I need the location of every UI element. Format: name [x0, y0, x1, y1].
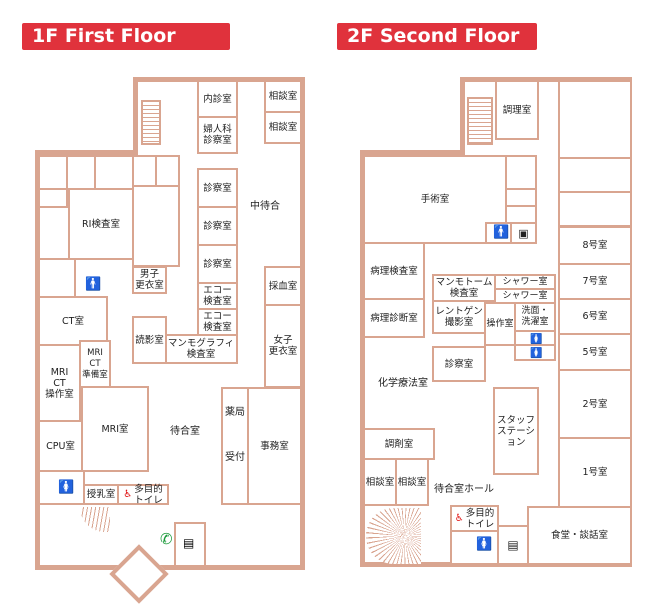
room: 7号室	[558, 263, 632, 300]
mens-restroom-icon: 🚹	[85, 277, 102, 292]
room: 診察室	[432, 346, 486, 382]
room: 8号室	[558, 226, 632, 265]
stairs-icon	[467, 97, 493, 145]
room	[38, 206, 70, 260]
room	[155, 155, 180, 187]
room: 相談室	[264, 80, 302, 113]
room: 授乳室	[83, 484, 119, 505]
spiral-stairs-icon	[366, 508, 421, 564]
room	[38, 155, 68, 190]
womens-restroom-icon: 🚺	[530, 348, 543, 359]
room	[221, 387, 249, 505]
room	[94, 155, 134, 190]
room: MRI CT 準備室	[79, 340, 111, 388]
room: エコー 検査室	[197, 308, 238, 336]
room-label: 多目的 トイレ	[465, 507, 495, 530]
room	[132, 155, 157, 187]
room: 2号室	[558, 369, 632, 439]
room	[558, 80, 632, 159]
room: 内診室	[197, 80, 238, 118]
room	[132, 185, 180, 267]
room: 事務室	[247, 387, 302, 505]
room: 手術室	[363, 155, 507, 244]
room	[38, 258, 76, 298]
room: 読影室	[132, 316, 167, 364]
mens-restroom-icon: 🚹	[493, 225, 510, 240]
room: レントゲン 撮影室	[432, 300, 486, 334]
room: MRI室	[81, 386, 149, 472]
room	[66, 155, 96, 190]
room: 診察室	[197, 168, 238, 208]
room-label: 化学療法室	[378, 378, 428, 389]
laundry-icon: ▣	[510, 222, 537, 244]
room: 調理室	[495, 80, 539, 140]
room: 婦人科 診察室	[197, 116, 238, 154]
room: マンモトーム 検査室	[432, 274, 496, 302]
room: 相談室	[264, 111, 302, 144]
accessible-restroom-icon: ♿	[123, 489, 133, 500]
room-label: 待合室	[170, 426, 200, 437]
elevator-icon: ▤	[183, 536, 195, 550]
room	[505, 155, 537, 190]
room: 女子 更衣室	[264, 304, 302, 388]
room	[38, 470, 85, 505]
room: 6号室	[558, 298, 632, 335]
room-label: 中待合	[250, 201, 280, 212]
room: 相談室	[363, 458, 397, 506]
stairs-icon	[141, 100, 161, 145]
room: CT室	[38, 296, 108, 346]
room: 病理検査室	[363, 242, 425, 300]
room: 1号室	[558, 437, 632, 508]
room-label: 受付	[225, 452, 245, 463]
room-label: 待合室ホール	[434, 484, 494, 495]
room: ♿ 多目的 トイレ	[450, 505, 499, 532]
room-label: 多目的 トイレ	[134, 483, 163, 506]
room: 採血室	[264, 266, 302, 306]
room	[38, 188, 68, 208]
womens-restroom-icon: 🚺	[58, 480, 75, 495]
room	[558, 157, 632, 193]
room: 5号室	[558, 333, 632, 371]
room	[174, 522, 206, 567]
room: 操作室	[484, 302, 516, 346]
womens-restroom-icon: 🚺	[476, 537, 493, 552]
room: CPU室	[38, 420, 83, 472]
room: 診察室	[197, 244, 238, 284]
room: エコー 検査室	[197, 282, 238, 310]
floor2-title: 2F Second Floor	[337, 23, 537, 50]
room-label: 薬局	[225, 407, 245, 418]
room	[514, 344, 556, 361]
room: 相談室	[395, 458, 429, 506]
room: 病理診断室	[363, 298, 425, 338]
room: スタッフ ステーション	[493, 387, 539, 475]
room: 洗面・ 洗濯室	[514, 302, 556, 332]
floor1-title: 1F First Floor	[22, 23, 230, 50]
phone-icon: ✆	[160, 530, 173, 548]
room: 男子 更衣室	[132, 266, 167, 294]
room: 調剤室	[363, 428, 435, 460]
room: 診察室	[197, 206, 238, 246]
elevator-icon: ▤	[497, 525, 529, 565]
room: RI検査室	[68, 188, 134, 260]
room	[450, 530, 499, 565]
room: MRI CT 操作室	[38, 344, 81, 422]
accessible-restroom-icon: ♿	[454, 513, 464, 524]
womens-restroom-icon: 🚺	[530, 334, 543, 345]
room	[558, 191, 632, 227]
room: 食堂・談話室	[527, 506, 632, 565]
room: マンモグラフィ 検査室	[166, 334, 238, 364]
room: ♿ 多目的 トイレ	[117, 483, 169, 506]
